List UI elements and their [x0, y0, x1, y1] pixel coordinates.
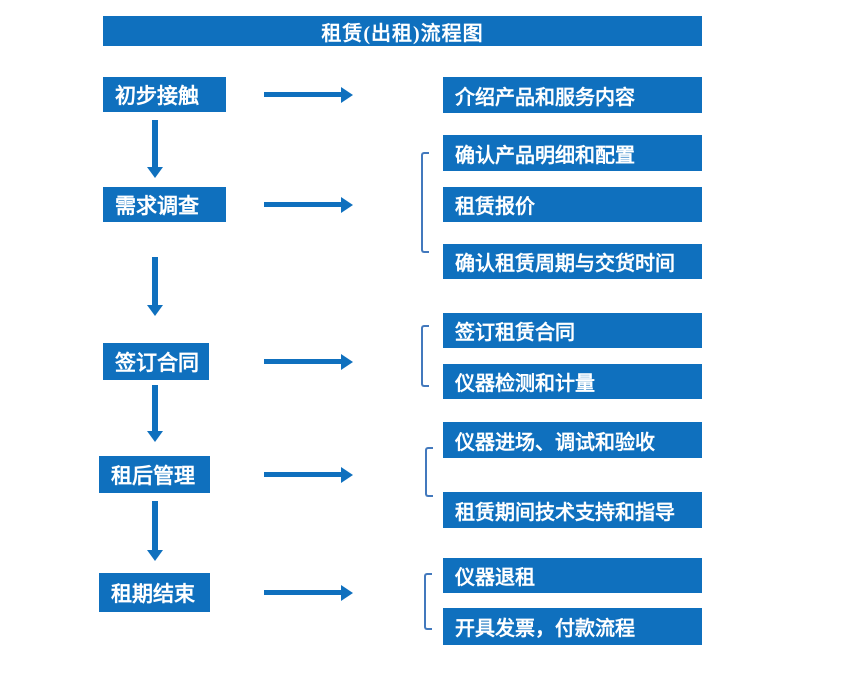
detail-label: 确认租赁周期与交货时间: [455, 253, 675, 275]
step-label: 需求调查: [115, 193, 199, 218]
right-arrow-icon: [264, 472, 341, 477]
detail-box: 确认租赁周期与交货时间: [443, 244, 702, 279]
detail-box: 租赁期间技术支持和指导: [443, 492, 702, 528]
down-arrow-icon: [152, 120, 158, 167]
step-box-sign-contract: 签订合同: [103, 343, 209, 380]
step-label: 租期结束: [111, 581, 195, 606]
group-bracket: [425, 447, 433, 497]
detail-box: 签订租赁合同: [443, 313, 702, 348]
detail-box: 仪器退租: [443, 558, 702, 593]
down-arrow-icon: [152, 257, 158, 305]
detail-box: 介绍产品和服务内容: [443, 77, 702, 113]
detail-label: 签订租赁合同: [455, 322, 575, 344]
detail-label: 确认产品明细和配置: [455, 144, 635, 167]
detail-label: 仪器进场、调试和验收: [455, 431, 655, 454]
step-label: 签订合同: [115, 350, 199, 375]
group-bracket: [421, 325, 429, 387]
detail-label: 介绍产品和服务内容: [455, 86, 635, 109]
down-arrow-icon: [152, 385, 158, 431]
step-box-post-rental-management: 租后管理: [99, 456, 210, 493]
step-label: 初步接触: [115, 83, 199, 108]
group-bracket: [421, 152, 429, 253]
detail-box: 仪器进场、调试和验收: [443, 422, 702, 458]
flowchart-title: 租赁(出租)流程图: [103, 16, 702, 46]
flowchart-title-text: 租赁(出租)流程图: [321, 22, 484, 45]
detail-box: 开具发票，付款流程: [443, 608, 702, 645]
detail-box: 仪器检测和计量: [443, 364, 702, 399]
detail-label: 仪器检测和计量: [455, 373, 595, 395]
right-arrow-icon: [264, 202, 341, 207]
step-label: 租后管理: [111, 463, 195, 488]
detail-box: 租赁报价: [443, 187, 702, 222]
down-arrow-icon: [152, 501, 158, 550]
step-box-demand-survey: 需求调查: [103, 187, 226, 222]
step-box-initial-contact: 初步接触: [103, 77, 226, 112]
right-arrow-icon: [264, 359, 341, 364]
detail-box: 确认产品明细和配置: [443, 135, 702, 171]
step-box-rental-end: 租期结束: [99, 573, 210, 612]
right-arrow-icon: [264, 92, 341, 97]
group-bracket: [424, 573, 432, 630]
detail-label: 租赁报价: [455, 196, 535, 218]
detail-label: 仪器退租: [455, 567, 535, 589]
detail-label: 开具发票，付款流程: [455, 618, 635, 640]
right-arrow-icon: [264, 590, 341, 595]
detail-label: 租赁期间技术支持和指导: [455, 501, 675, 524]
